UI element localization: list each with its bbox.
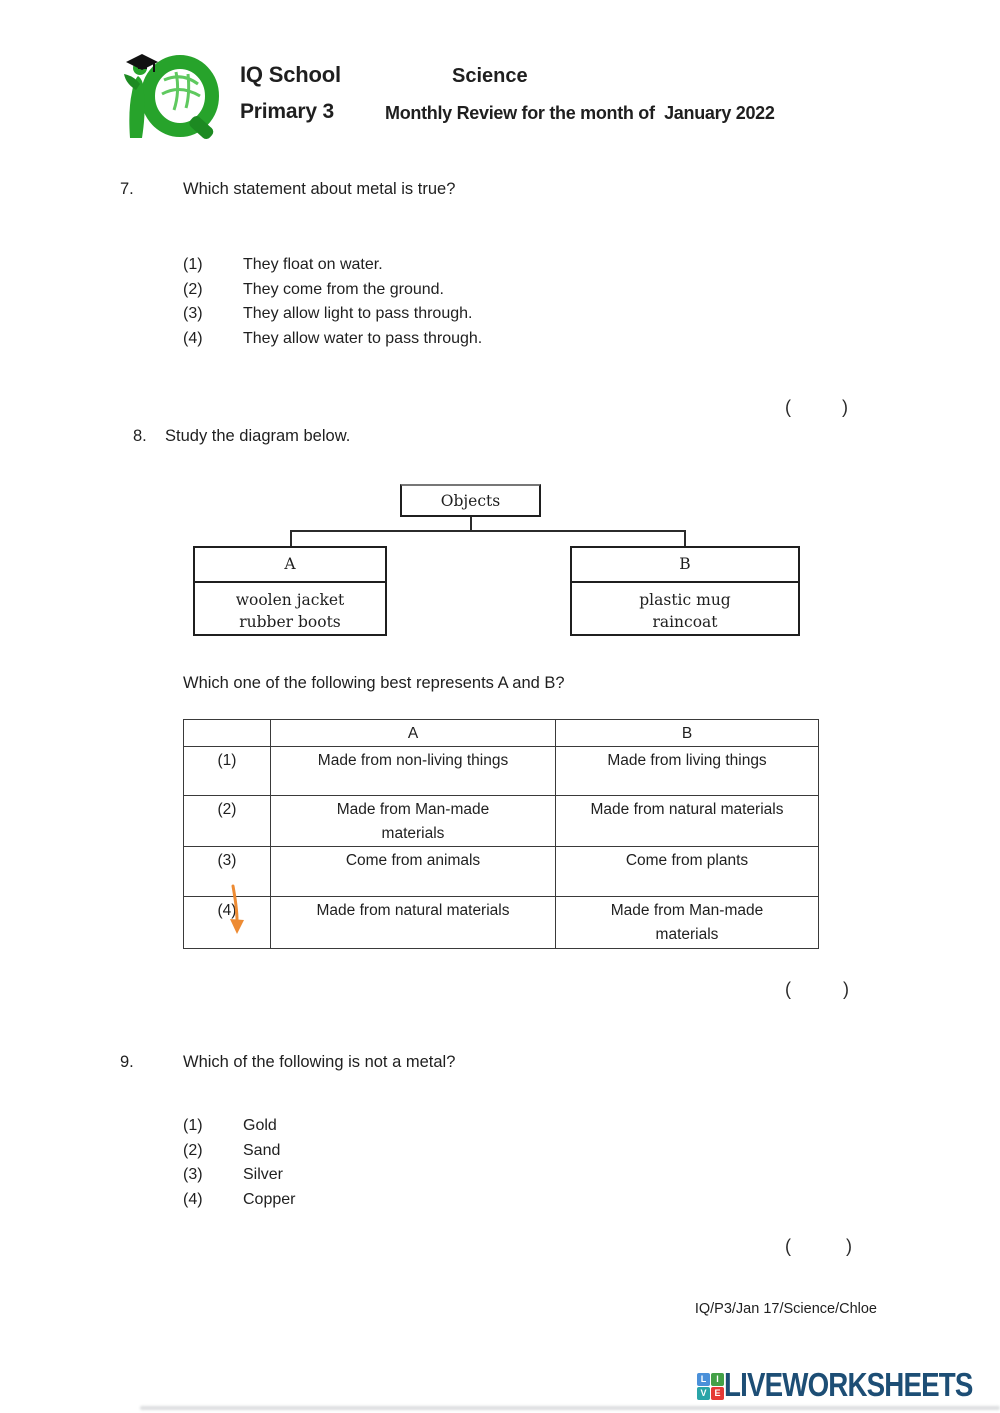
q8-answer-input[interactable] xyxy=(798,979,842,1003)
row-cell-b: Made from living things xyxy=(555,746,819,796)
option-text: They float on water. xyxy=(243,256,383,273)
diagram-box-a-label: A xyxy=(195,548,385,583)
table-row: (1) Made from non-living things Made fro… xyxy=(183,746,819,796)
option-number: (4) xyxy=(183,1190,203,1208)
brand-square-e: E xyxy=(711,1387,724,1400)
row-cell-b: Come from plants xyxy=(555,846,819,897)
table-header-row: A B xyxy=(183,719,819,747)
q7-answer-bracket-open: ( xyxy=(785,397,791,417)
q9-options: (1) Gold (2) Sand (3) Silver (4) Copper xyxy=(183,1114,295,1212)
q7-answer-bracket-close: ) xyxy=(842,397,848,417)
brand-square-l: L xyxy=(697,1373,710,1386)
table-header-b: B xyxy=(555,719,819,747)
option-number: (1) xyxy=(183,256,203,273)
diagram-box-b-label: B xyxy=(572,548,798,583)
brand-square-v: V xyxy=(697,1387,710,1400)
grade-level: Primary 3 xyxy=(240,100,334,123)
row-option-number: (4) xyxy=(183,896,271,949)
table-header-a: A xyxy=(270,719,556,747)
option-text: They allow light to pass through. xyxy=(243,305,473,323)
diagram-box-b: B plastic mug raincoat xyxy=(570,546,800,636)
liveworksheets-logo-icon: L I V E xyxy=(697,1373,724,1400)
diagram-box-a: A woolen jacket rubber boots xyxy=(193,546,387,636)
row-option-number: (2) xyxy=(183,795,271,847)
option-number: (3) xyxy=(183,305,203,323)
q8-answer-bracket-open: ( xyxy=(785,979,791,999)
option-number: (4) xyxy=(183,329,203,347)
option-text: Gold xyxy=(243,1117,277,1134)
option-text: Copper xyxy=(243,1190,296,1208)
option-text: They allow water to pass through. xyxy=(243,329,483,347)
q7-options: (1) They float on water. (2) They come f… xyxy=(183,253,482,351)
connector-stem xyxy=(470,517,472,531)
table-row: (4) Made from natural materials Made fro… xyxy=(183,896,819,949)
row-cell-b: Made from Man-made materials xyxy=(555,896,819,949)
q7-number: 7. xyxy=(120,180,134,198)
row-cell-a: Made from non-living things xyxy=(270,746,556,796)
table-header-blank xyxy=(183,719,271,747)
q8-answer-bracket-close: ) xyxy=(843,979,849,999)
option-text: Silver xyxy=(243,1166,284,1184)
subject-title: Science xyxy=(452,65,528,87)
diagram-item: woolen jacket xyxy=(235,591,345,609)
connector-crossbar xyxy=(290,530,686,532)
row-cell-a: Made from natural materials xyxy=(270,896,556,949)
q9-number: 9. xyxy=(120,1053,134,1071)
q8-intro: Study the diagram below. xyxy=(165,427,351,445)
diagram-root-box: Objects xyxy=(400,484,541,517)
option-number: (2) xyxy=(183,280,203,298)
option-text: Sand xyxy=(243,1141,281,1159)
q9-answer-input[interactable] xyxy=(798,1236,844,1260)
q7-text: Which statement about metal is true? xyxy=(183,180,456,198)
diagram-box-b-items: plastic mug raincoat xyxy=(572,583,798,633)
row-cell-a: Made from Man-made materials xyxy=(270,795,556,847)
q7-option-3: (3) They allow light to pass through. xyxy=(183,302,482,327)
q9-option-2: (2) Sand xyxy=(183,1139,295,1164)
iq-school-logo-icon xyxy=(124,54,219,139)
q9-text: Which of the following is not a metal? xyxy=(183,1053,456,1071)
review-title: Monthly Review for the month of January … xyxy=(385,103,775,123)
row-cell-b: Made from natural materials xyxy=(555,795,819,847)
connector-drop-right xyxy=(684,531,686,546)
diagram-box-a-items: woolen jacket rubber boots xyxy=(195,583,385,633)
scan-artifact-line xyxy=(140,1406,1000,1410)
table-row: (3) Come from animals Come from plants xyxy=(183,846,819,897)
school-name: IQ School xyxy=(240,62,341,87)
answer-arrow xyxy=(230,884,244,934)
q7-option-1: (1) They float on water. xyxy=(183,253,482,278)
q9-option-4: (4) Copper xyxy=(183,1188,295,1213)
diagram-item: plastic mug xyxy=(639,591,731,609)
option-number: (1) xyxy=(183,1117,203,1134)
document-reference: IQ/P3/Jan 17/Science/Chloe xyxy=(694,1301,877,1317)
q9-answer-bracket-close: ) xyxy=(846,1236,852,1256)
option-text: They come from the ground. xyxy=(243,280,444,298)
q9-answer-bracket-open: ( xyxy=(785,1236,791,1256)
q8-number: 8. xyxy=(133,427,147,445)
q7-answer-input[interactable] xyxy=(798,397,842,421)
option-number: (3) xyxy=(183,1166,203,1184)
q7-option-2: (2) They come from the ground. xyxy=(183,278,482,303)
diagram-item: raincoat xyxy=(652,613,718,631)
q7-option-4: (4) They allow water to pass through. xyxy=(183,327,482,352)
row-cell-a: Come from animals xyxy=(270,846,556,897)
brand-square-i: I xyxy=(711,1373,724,1386)
diagram-item: rubber boots xyxy=(239,613,341,631)
q8-options-table: A B (1) Made from non-living things Made… xyxy=(183,719,819,949)
diagram-root-label: Objects xyxy=(440,492,501,510)
table-row: (2) Made from Man-made materials Made fr… xyxy=(183,795,819,847)
connector-drop-left xyxy=(290,531,292,546)
q8-question: Which one of the following best represen… xyxy=(183,674,565,692)
q9-option-1: (1) Gold xyxy=(183,1114,295,1139)
option-number: (2) xyxy=(183,1141,203,1159)
row-option-number: (1) xyxy=(183,746,271,796)
row-option-number: (3) xyxy=(183,846,271,897)
q9-option-3: (3) Silver xyxy=(183,1163,295,1188)
brand-text[interactable]: LIVEWORKSHEETS xyxy=(724,1366,973,1403)
